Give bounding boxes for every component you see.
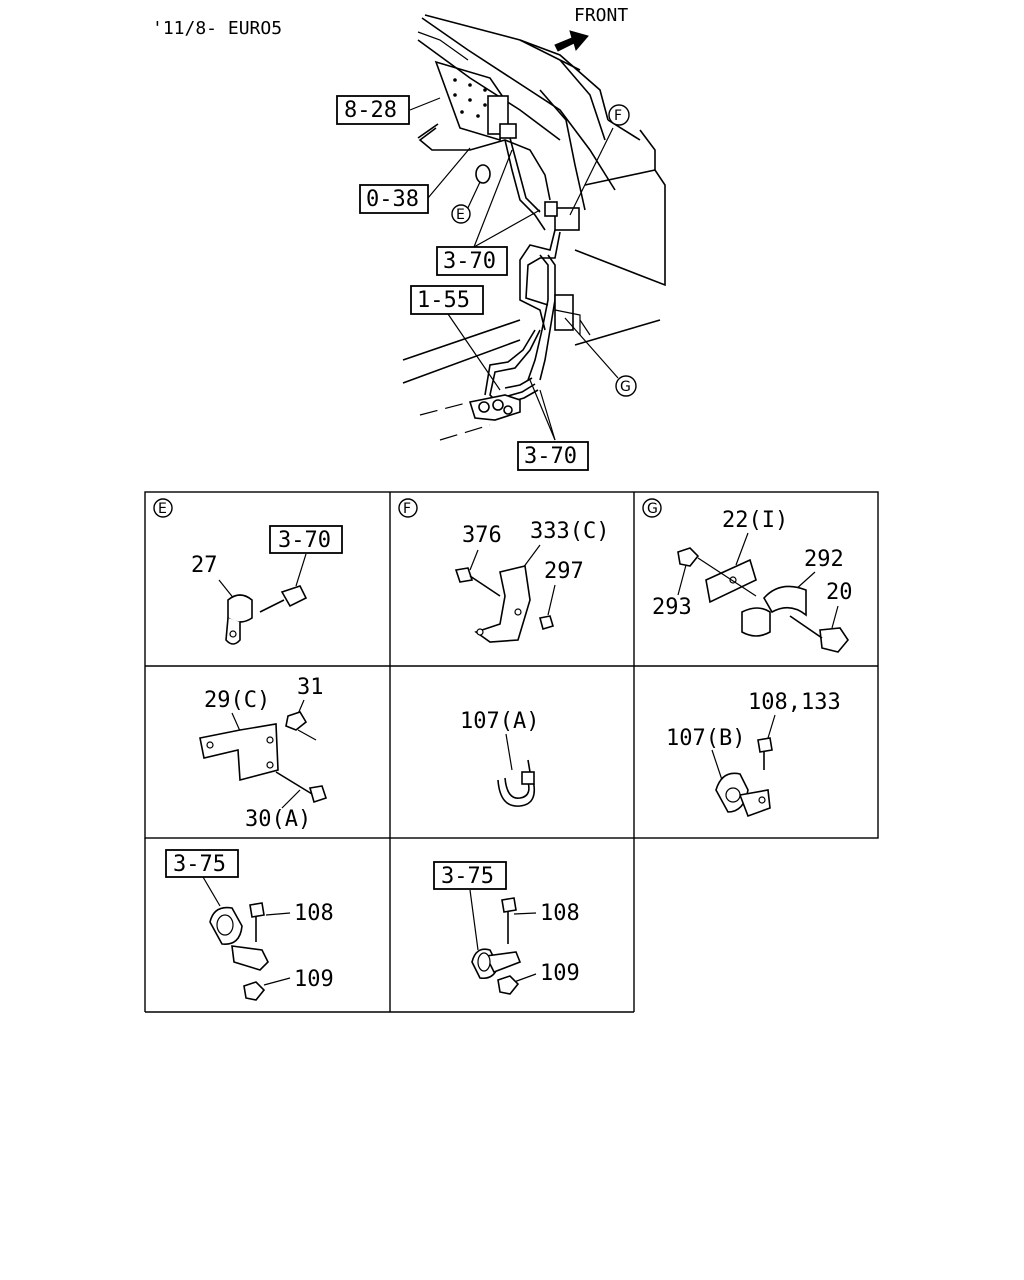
front-arrow-icon [554, 30, 589, 52]
svg-text:3-70: 3-70 [443, 249, 496, 274]
part-29c: 29(C) [204, 688, 270, 713]
detail-cell-107a: 107(A) [460, 709, 539, 807]
part-293: 293 [652, 595, 692, 620]
part-30a: 30(A) [245, 807, 311, 832]
part-297: 297 [544, 559, 584, 584]
svg-text:0-38: 0-38 [366, 187, 419, 212]
callout-1-55: 1-55 [410, 285, 484, 315]
svg-text:1-55: 1-55 [417, 288, 470, 313]
detail-cell-g: G 22(I) 292 293 20 [642, 498, 853, 653]
ref-3-75: 3-75 [173, 852, 226, 877]
detail-grid [144, 491, 879, 1013]
callout-0-38: 0-38 [359, 184, 429, 214]
ref-3-70: 3-70 [278, 528, 331, 553]
model-label: '11/8- EURO5 [152, 18, 282, 39]
callout-3-70-upper: 3-70 [436, 246, 508, 276]
ref-3-75: 3-75 [441, 864, 494, 889]
detail-cell-3-75-right: 3-75 108 109 [433, 861, 580, 995]
front-label: FRONT [574, 5, 628, 26]
part-27: 27 [191, 553, 218, 578]
part-108: 108 [540, 901, 580, 926]
part-20: 20 [826, 580, 853, 605]
marker-e-main: E [451, 204, 471, 224]
callout-3-70-lower: 3-70 [517, 441, 589, 471]
part-109: 109 [294, 967, 334, 992]
part-376: 376 [462, 523, 502, 548]
part-333c: 333(C) [530, 519, 609, 544]
part-108-133: 108,133 [748, 690, 841, 715]
marker-g: G [642, 498, 662, 518]
part-109: 109 [540, 961, 580, 986]
svg-text:G: G [647, 501, 658, 517]
callout-8-28: 8-28 [336, 95, 410, 125]
svg-text:8-28: 8-28 [344, 98, 397, 123]
part-31: 31 [297, 675, 324, 700]
svg-text:3-70: 3-70 [524, 444, 577, 469]
svg-text:E: E [158, 501, 167, 517]
marker-f-main: F [608, 104, 630, 126]
detail-cell-f: F 376 333(C) 297 [398, 498, 609, 643]
marker-e: E [153, 498, 173, 518]
marker-f: F [398, 498, 418, 518]
detail-cell-e: E 3-70 27 [153, 498, 343, 645]
svg-text:G: G [620, 379, 631, 395]
part-107a: 107(A) [460, 709, 539, 734]
part-108: 108 [294, 901, 334, 926]
svg-text:F: F [403, 501, 411, 517]
svg-text:F: F [614, 108, 622, 124]
part-292: 292 [804, 547, 844, 572]
detail-cell-107b: 108,133 107(B) [666, 690, 841, 818]
part-22i: 22(I) [722, 508, 788, 533]
detail-cell-3-75-left: 3-75 108 109 [165, 849, 334, 1001]
detail-cell-29c: 29(C) 31 30(A) [199, 675, 328, 832]
part-107b: 107(B) [666, 726, 745, 751]
marker-g-main: G [615, 375, 637, 397]
svg-text:E: E [456, 207, 465, 223]
callout-leaders [409, 97, 619, 441]
